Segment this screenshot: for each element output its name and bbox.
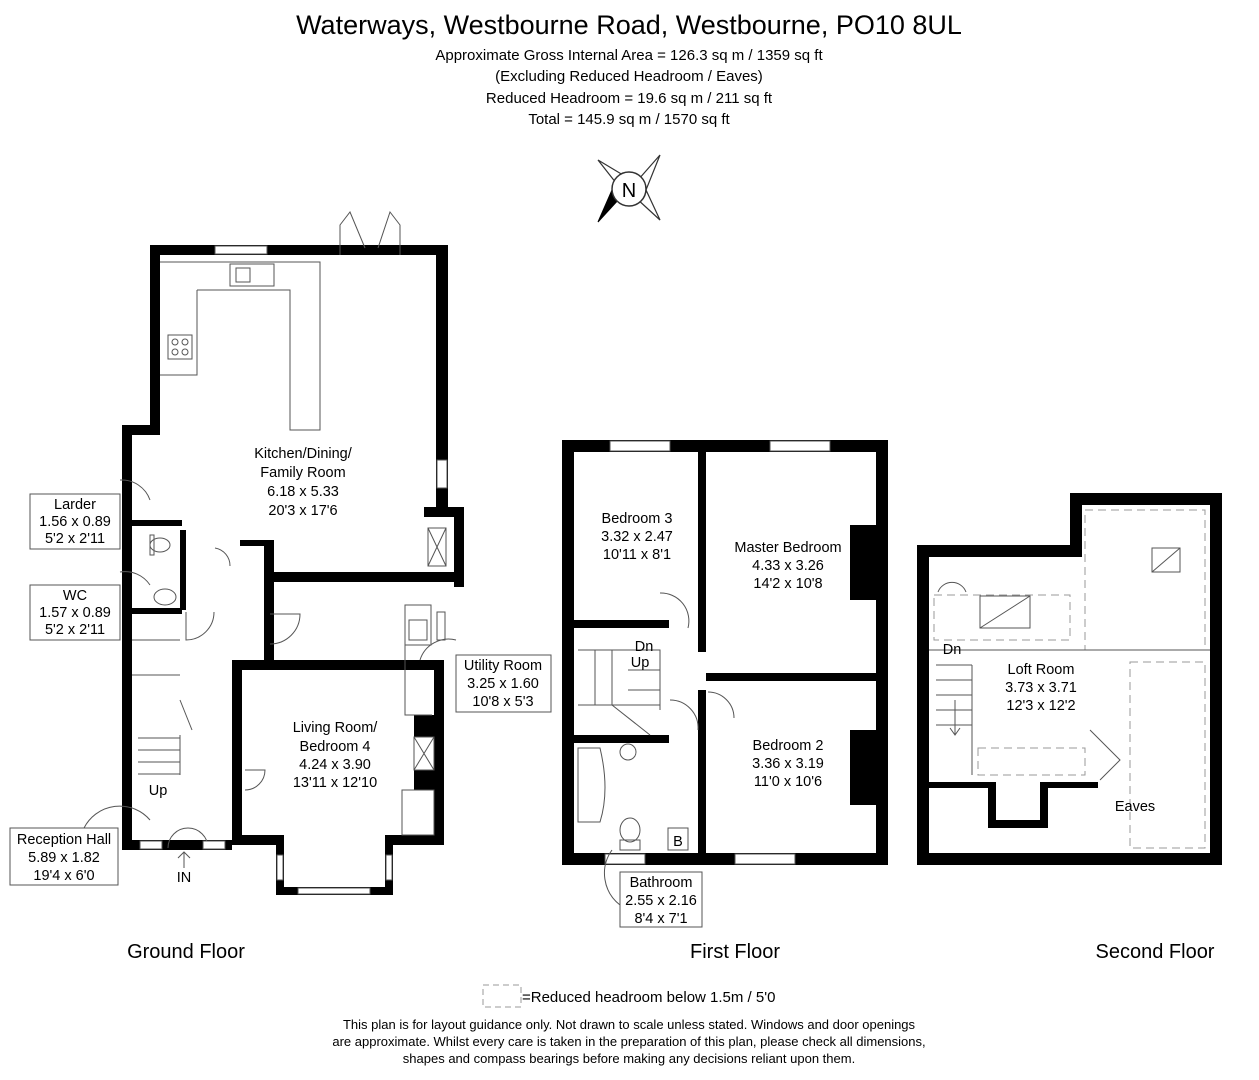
living-metric: 4.24 x 3.90	[299, 757, 371, 773]
disclaimer-line-1: This plan is for layout guidance only. N…	[343, 1017, 916, 1032]
bathroom-metric: 2.55 x 2.16	[625, 893, 697, 909]
bathroom-callout: Bathroom 2.55 x 2.16 8'4 x 7'1	[603, 849, 703, 928]
reduced-headroom-legend: =Reduced headroom below 1.5m / 5'0	[482, 984, 775, 1008]
wc-callout: WC 1.57 x 0.89 5'2 x 2'11	[29, 571, 151, 641]
master-imperial: 14'2 x 10'8	[753, 576, 822, 592]
larder-imperial: 5'2 x 2'11	[45, 531, 105, 547]
loft-imperial: 12'3 x 12'2	[1006, 698, 1075, 714]
bedroom3-imperial: 10'11 x 8'1	[603, 547, 671, 563]
compass-letter: N	[622, 180, 636, 202]
second-floor-labels: Loft Room 3.73 x 3.71 12'3 x 12'2 Eaves …	[943, 642, 1155, 815]
wc-imperial: 5'2 x 2'11	[45, 622, 105, 638]
reception-metric: 5.89 x 1.82	[28, 850, 100, 866]
second-floor-fixtures	[929, 509, 1210, 849]
wc-metric: 1.57 x 0.89	[39, 605, 111, 621]
second-floor-plan	[917, 493, 1222, 865]
boiler-mark: B	[673, 834, 683, 850]
reception-label: Reception Hall	[17, 832, 111, 848]
second-floor-title: Second Floor	[1096, 941, 1215, 963]
loft-metric: 3.73 x 3.71	[1005, 680, 1077, 696]
area-line-4: Total = 145.9 sq m / 1570 sq ft	[528, 111, 730, 128]
disclaimer-line-2: are approximate. Whilst every care is ta…	[332, 1034, 925, 1049]
area-line-2: (Excluding Reduced Headroom / Eaves)	[495, 68, 763, 85]
loft-label: Loft Room	[1008, 662, 1075, 678]
kitchen-imperial: 20'3 x 17'6	[268, 503, 337, 519]
first-floor-title: First Floor	[690, 941, 780, 963]
up-mark-ground: Up	[149, 783, 168, 799]
plan-title: Waterways, Westbourne Road, Westbourne, …	[296, 10, 962, 40]
bedroom2-label: Bedroom 2	[753, 738, 824, 754]
living-imperial: 13'11 x 12'10	[293, 775, 377, 791]
larder-metric: 1.56 x 0.89	[39, 514, 111, 530]
ground-floor-fixtures	[132, 210, 448, 895]
bedroom3-metric: 3.32 x 2.47	[601, 529, 673, 545]
larder-callout: Larder 1.56 x 0.89 5'2 x 2'11	[29, 479, 151, 550]
disclaimer-line-3: shapes and compass bearings before makin…	[403, 1051, 855, 1066]
kitchen-label-1: Kitchen/Dining/	[254, 446, 352, 462]
reception-callout: Reception Hall 5.89 x 1.82 19'4 x 6'0	[9, 805, 151, 886]
master-label: Master Bedroom	[734, 540, 841, 556]
dn-mark-second: Dn	[943, 642, 962, 658]
master-metric: 4.33 x 3.26	[752, 558, 824, 574]
utility-metric: 3.25 x 1.60	[467, 676, 539, 692]
larder-label: Larder	[54, 497, 96, 513]
up-mark-first: Up	[631, 655, 650, 671]
legend-text: =Reduced headroom below 1.5m / 5'0	[522, 989, 775, 1006]
first-floor-fixtures	[577, 440, 831, 865]
bathroom-label: Bathroom	[630, 875, 693, 891]
utility-imperial: 10'8 x 5'3	[472, 694, 533, 710]
living-label-2: Bedroom 4	[300, 739, 371, 755]
compass-icon: N	[597, 154, 661, 223]
wc-label: WC	[63, 588, 87, 604]
bedroom3-label: Bedroom 3	[602, 511, 673, 527]
dn-mark-first: Dn	[635, 639, 654, 655]
ground-floor-title: Ground Floor	[127, 941, 245, 963]
first-floor-plan	[562, 440, 888, 865]
ground-floor-plan	[122, 245, 464, 895]
bathroom-imperial: 8'4 x 7'1	[634, 911, 687, 927]
first-floor-labels: Bedroom 3 3.32 x 2.47 10'11 x 8'1 Master…	[601, 511, 841, 850]
bedroom2-metric: 3.36 x 3.19	[752, 756, 824, 772]
utility-label: Utility Room	[464, 658, 542, 674]
in-mark: IN	[177, 870, 192, 886]
ground-floor-labels: Kitchen/Dining/ Family Room 6.18 x 5.33 …	[149, 446, 379, 886]
area-line-3: Reduced Headroom = 19.6 sq m / 211 sq ft	[486, 90, 773, 107]
kitchen-metric: 6.18 x 5.33	[267, 484, 339, 500]
living-label-1: Living Room/	[293, 720, 379, 736]
reception-imperial: 19'4 x 6'0	[33, 868, 94, 884]
kitchen-label-2: Family Room	[260, 465, 345, 481]
eaves-label: Eaves	[1115, 799, 1155, 815]
area-line-1: Approximate Gross Internal Area = 126.3 …	[435, 47, 823, 64]
utility-callout: Utility Room 3.25 x 1.60 10'8 x 5'3	[419, 638, 552, 713]
bedroom2-imperial: 11'0 x 10'6	[754, 774, 822, 790]
